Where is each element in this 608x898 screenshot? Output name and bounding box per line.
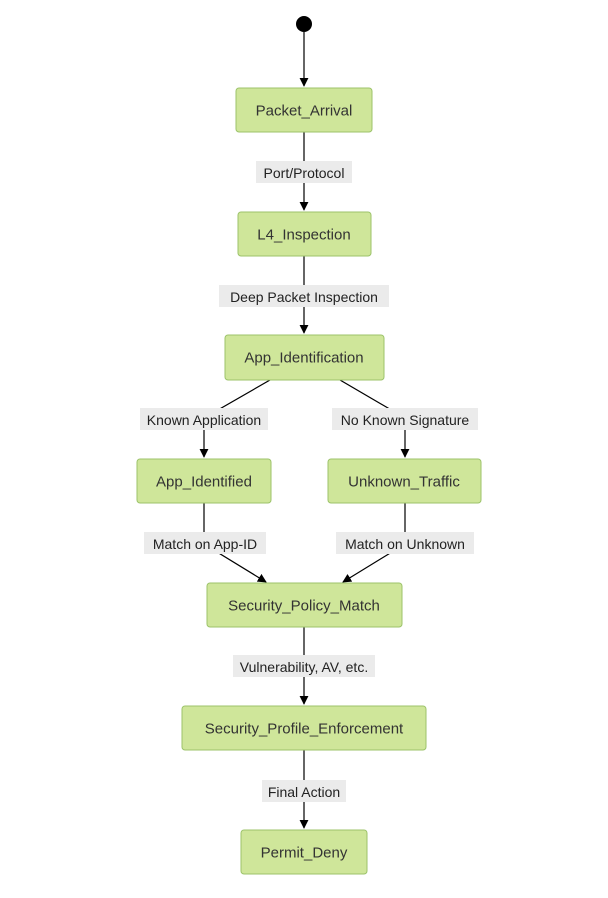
svg-text:Packet_Arrival: Packet_Arrival [256, 103, 353, 120]
start-node [296, 16, 312, 32]
svg-text:Security_Profile_Enforcement: Security_Profile_Enforcement [205, 721, 404, 738]
svg-text:Known Application: Known Application [147, 412, 261, 428]
svg-text:Match on App-ID: Match on App-ID [153, 536, 257, 552]
edge-label-no-known-signature: No Known Signature [332, 408, 478, 430]
svg-text:Unknown_Traffic: Unknown_Traffic [348, 474, 460, 491]
edge-label-deep-packet-inspection: Deep Packet Inspection [219, 285, 389, 307]
node-security-profile-enforcement: Security_Profile_Enforcement [181, 705, 427, 751]
svg-text:Deep Packet Inspection: Deep Packet Inspection [230, 289, 378, 305]
edge-label-known-application: Known Application [140, 408, 268, 430]
svg-text:Security_Policy_Match: Security_Policy_Match [228, 598, 380, 615]
edge-label-port-protocol: Port/Protocol [256, 161, 352, 183]
edge-label-match-on-app-id: Match on App-ID [144, 532, 266, 554]
node-security-policy-match: Security_Policy_Match [206, 582, 403, 628]
svg-text:No Known Signature: No Known Signature [341, 412, 470, 428]
svg-text:Permit_Deny: Permit_Deny [261, 845, 348, 862]
node-l4-inspection: L4_Inspection [237, 211, 372, 257]
svg-text:Match on Unknown: Match on Unknown [345, 536, 465, 552]
svg-text:Port/Protocol: Port/Protocol [264, 165, 345, 181]
svg-text:L4_Inspection: L4_Inspection [257, 227, 350, 244]
svg-text:App_Identification: App_Identification [244, 350, 363, 367]
svg-text:Final Action: Final Action [268, 784, 340, 800]
node-packet-arrival: Packet_Arrival [235, 87, 373, 133]
edge-label-match-on-unknown: Match on Unknown [336, 532, 474, 554]
edge-label-vulnerability-av: Vulnerability, AV, etc. [233, 655, 375, 677]
node-unknown-traffic: Unknown_Traffic [327, 458, 482, 504]
node-app-identified: App_Identified [136, 458, 272, 504]
edge-label-final-action: Final Action [262, 780, 346, 802]
node-app-identification: App_Identification [224, 334, 385, 381]
svg-text:Vulnerability, AV, etc.: Vulnerability, AV, etc. [240, 659, 368, 675]
node-permit-deny: Permit_Deny [240, 829, 368, 875]
svg-text:App_Identified: App_Identified [156, 474, 252, 491]
